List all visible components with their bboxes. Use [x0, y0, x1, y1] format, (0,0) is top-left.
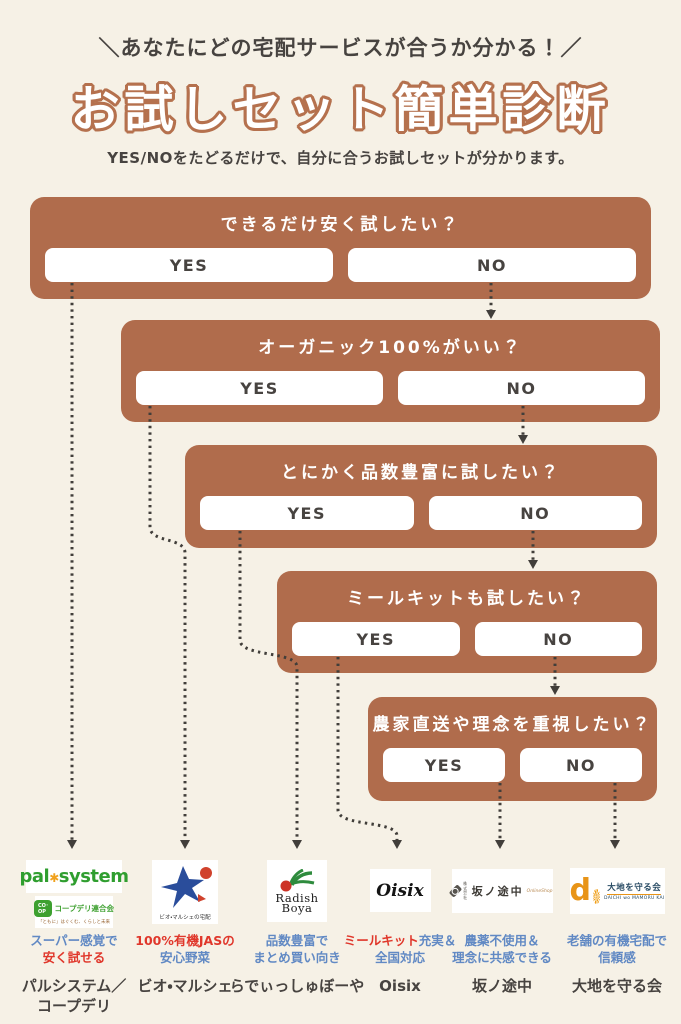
coop-mark-icon: CO･OP — [34, 899, 53, 917]
result-radishboya: Radish Boya 品数豊富でまとめ買い向き らでぃっしゅぼーや — [230, 860, 364, 996]
question-box-1: できるだけ安く試したい？ YES NO — [30, 197, 651, 299]
sunburst-icon — [592, 888, 601, 904]
q1-yes-button: YES — [45, 248, 333, 282]
question-1-text: できるだけ安く試したい？ — [220, 215, 461, 235]
biomarche-logo: ビオ・マルシェの宅配 — [152, 860, 218, 924]
result-name: パルシステム／ コープデリ — [21, 977, 127, 1015]
oisix-logo: Oisix — [369, 869, 431, 912]
diamond-crest-icon — [448, 884, 462, 898]
q4-no-button: NO — [474, 622, 642, 656]
result-description: 品数豊富でまとめ買い向き — [253, 933, 341, 965]
result-name: ビオ・マルシェ — [137, 977, 233, 995]
q3-no-button: NO — [428, 496, 642, 530]
question-box-2: オーガニック100%がいい？ YES NO — [121, 320, 660, 422]
question-box-3: とにかく品数豊富に試したい？ YES NO — [185, 445, 657, 548]
subtitle: YES/NOをたどるだけで、自分に合うお試しセットが分かります。 — [107, 149, 574, 167]
q1-no-button: NO — [348, 248, 636, 282]
result-description: スーパー感覚で安く試せる — [30, 933, 118, 965]
question-box-4: ミールキットも試したい？ YES NO — [277, 571, 657, 673]
q5-no-button: NO — [520, 748, 642, 782]
q2-no-button: NO — [398, 371, 645, 405]
star-icon: ✱ — [49, 871, 59, 885]
question-5-text: 農家直送や理念を重視したい？ — [372, 715, 653, 735]
question-4-text: ミールキットも試したい？ — [347, 589, 587, 609]
bird-star-icon — [161, 866, 212, 908]
q3-yes-button: YES — [200, 496, 414, 530]
result-name: らでぃっしゅぼーや — [229, 977, 365, 995]
flow-q2-yes-to-biomarche — [148, 406, 190, 849]
result-sakanotochu: 株式 会社 坂ノ途中 OnlineShop 農薬不使用＆理念に共感できる 坂ノ途… — [440, 860, 564, 996]
sakanotochu-logo: 株式 会社 坂ノ途中 OnlineShop — [448, 869, 553, 913]
result-oisix: Oisix ミールキット充実＆全国対応 Oisix — [338, 860, 462, 996]
radishboya-logo: Radish Boya — [267, 860, 327, 922]
result-description: ミールキット充実＆全国対応 — [343, 933, 457, 965]
q5-yes-button: YES — [383, 748, 505, 782]
radish-icon — [280, 868, 315, 891]
palsystem-logo: pal✱system — [20, 860, 129, 893]
tagline: ＼あなたにどの宅配サービスが合うか分かる！／ — [98, 36, 583, 60]
result-name: 坂ノ途中 — [471, 977, 532, 995]
q4-yes-button: YES — [292, 622, 460, 656]
result-name: Oisix — [379, 977, 421, 995]
q2-yes-button: YES — [136, 371, 383, 405]
result-biomarche: ビオ・マルシェの宅配 100%有機JASの安心野菜 ビオ・マルシェ — [123, 860, 247, 996]
question-3-text: とにかく品数豊富に試したい？ — [281, 463, 561, 483]
result-daichi: d 大地を守る会 DAICHI wo MAMORU KAI 老舗の有機宅配で信頼… — [555, 860, 679, 996]
result-description: 老舗の有機宅配で信頼感 — [566, 933, 667, 965]
page-title: お試しセット簡単診断 — [70, 81, 611, 138]
coopdeli-logo: CO･OP コープデリ連合会 「ともに」はぐくむ、くらしと未来 — [34, 896, 114, 928]
result-description: 100%有機JASの安心野菜 — [135, 933, 235, 965]
daichi-logo: d 大地を守る会 DAICHI wo MAMORU KAI — [569, 868, 665, 914]
result-description: 農薬不使用＆理念に共感できる — [452, 933, 552, 965]
result-palsystem-coopdeli: pal✱system CO･OP コープデリ連合会 「ともに」はぐくむ、くらしと… — [12, 860, 136, 1016]
question-box-5: 農家直送や理念を重視したい？ YES NO — [368, 697, 657, 801]
result-name: 大地を守る会 — [571, 977, 662, 995]
question-2-text: オーガニック100%がいい？ — [258, 338, 523, 358]
